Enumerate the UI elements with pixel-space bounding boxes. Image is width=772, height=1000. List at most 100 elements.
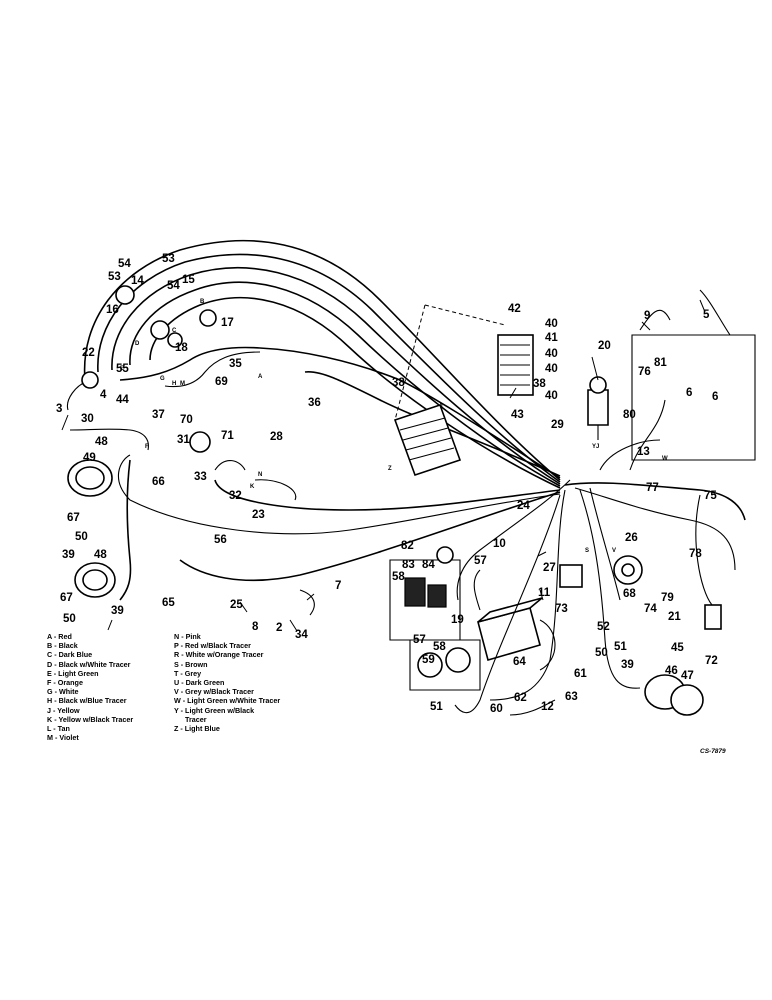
callout: 78 (689, 548, 702, 560)
legend-item: D - Black w/White Tracer (47, 659, 131, 669)
callout: 62 (514, 692, 527, 704)
legend-item: C - Dark Blue (47, 650, 93, 660)
legend-item: M - Violet (47, 733, 79, 743)
callout: 57 (474, 555, 487, 567)
callout: 82 (401, 540, 414, 552)
callout: 39 (62, 549, 75, 561)
callout: 29 (551, 419, 564, 431)
wire-label: K (250, 484, 255, 490)
callout: 52 (597, 621, 610, 633)
wire-label: F (145, 444, 149, 450)
legend-item: L - Tan (47, 724, 70, 734)
callout: 14 (131, 275, 144, 287)
wire-label: V (612, 548, 616, 554)
legend-item: K - Yellow w/Black Tracer (47, 714, 134, 724)
callout: 72 (705, 655, 718, 667)
callout: 24 (517, 500, 530, 512)
callout: 67 (60, 592, 73, 604)
callout-numbers: 53 54 14 53 15 54 16 17 18 22 55 44 4 35… (56, 253, 718, 715)
callout: 63 (565, 691, 578, 703)
callout: 40 (545, 318, 558, 330)
leader-lines (61, 299, 706, 632)
callout: 79 (661, 592, 674, 604)
main-harness (66, 239, 561, 601)
legend-item: S - Brown (174, 659, 208, 669)
callout: 7 (335, 580, 341, 592)
wire-label: E (120, 366, 124, 372)
legend-item: Y - Light Green w/Black (174, 705, 255, 715)
callout: 18 (175, 342, 188, 354)
callout: 60 (490, 703, 503, 715)
callout: 9 (644, 310, 650, 322)
legend-item: Tracer (185, 714, 207, 724)
callout: 50 (595, 647, 608, 659)
callout: 31 (177, 434, 190, 446)
wire-label: A (258, 374, 263, 380)
callout: 75 (704, 490, 717, 502)
legend-item: Z - Light Blue (174, 724, 220, 734)
callout: 38 (533, 378, 546, 390)
gauges-14-16 (81, 285, 217, 453)
callout: 50 (63, 613, 76, 625)
callout: 32 (229, 490, 242, 502)
callout: 55 (116, 363, 129, 375)
callout: 61 (574, 668, 587, 680)
callout: 35 (229, 358, 242, 370)
legend-item: T - Grey (174, 668, 202, 678)
callout: 49 (83, 452, 96, 464)
callout: 19 (451, 614, 464, 626)
callout: 43 (511, 409, 524, 421)
callout: 10 (493, 538, 506, 550)
light-49 (67, 459, 113, 497)
callout: 53 (108, 271, 121, 283)
callout: 54 (167, 280, 180, 292)
callout: 4 (100, 389, 107, 401)
callout: 30 (81, 413, 94, 425)
callout: 38 (392, 377, 405, 389)
legend-item: W - Light Green w/White Tracer (174, 696, 281, 706)
callout: 40 (545, 363, 558, 375)
callout: 58 (433, 641, 446, 653)
callout: 73 (555, 603, 568, 615)
wire-label: Z (388, 466, 392, 472)
wire-label: G (160, 376, 165, 382)
instrument-panel-box (631, 289, 756, 461)
wire-label: Y (592, 444, 596, 450)
callout: 45 (671, 642, 684, 654)
legend-item: P - Red w/Black Tracer (174, 641, 251, 651)
callout: 23 (252, 509, 265, 521)
coil-29 (587, 376, 609, 440)
callout: 6 (686, 387, 692, 399)
callout: 15 (182, 274, 195, 286)
wire-label: H (172, 381, 176, 387)
callout: 5 (703, 309, 710, 321)
callout: 37 (152, 409, 165, 421)
legend-item: U - Dark Green (174, 678, 225, 688)
callout: 58 (392, 571, 405, 583)
legend-column-left: A - Red B - Black C - Dark Blue D - Blac… (47, 632, 133, 742)
callout: 53 (162, 253, 175, 265)
drawing-number: CS-7879 (700, 748, 726, 755)
legend-item: E - Light Green (47, 668, 99, 678)
callout: 71 (221, 430, 234, 442)
wire-label: N (258, 472, 262, 478)
junction-block-38 (393, 304, 506, 477)
callout: 66 (152, 476, 165, 488)
callout: 56 (214, 534, 227, 546)
callout: 33 (194, 471, 207, 483)
callout: 39 (621, 659, 634, 671)
callout: 34 (295, 629, 308, 641)
callout: 36 (308, 397, 321, 409)
callout: 8 (252, 621, 259, 633)
legend-item: H - Black w/Blue Tracer (47, 696, 127, 706)
callout: 41 (545, 332, 558, 344)
callout: 20 (598, 340, 611, 352)
fuse-panel-38 (497, 334, 534, 396)
legend-item: J - Yellow (47, 705, 80, 715)
wire-label: D (135, 341, 140, 347)
battery-19 (477, 597, 556, 671)
starter-11 (559, 555, 643, 588)
callout: 50 (75, 531, 88, 543)
callout: 47 (681, 670, 694, 682)
